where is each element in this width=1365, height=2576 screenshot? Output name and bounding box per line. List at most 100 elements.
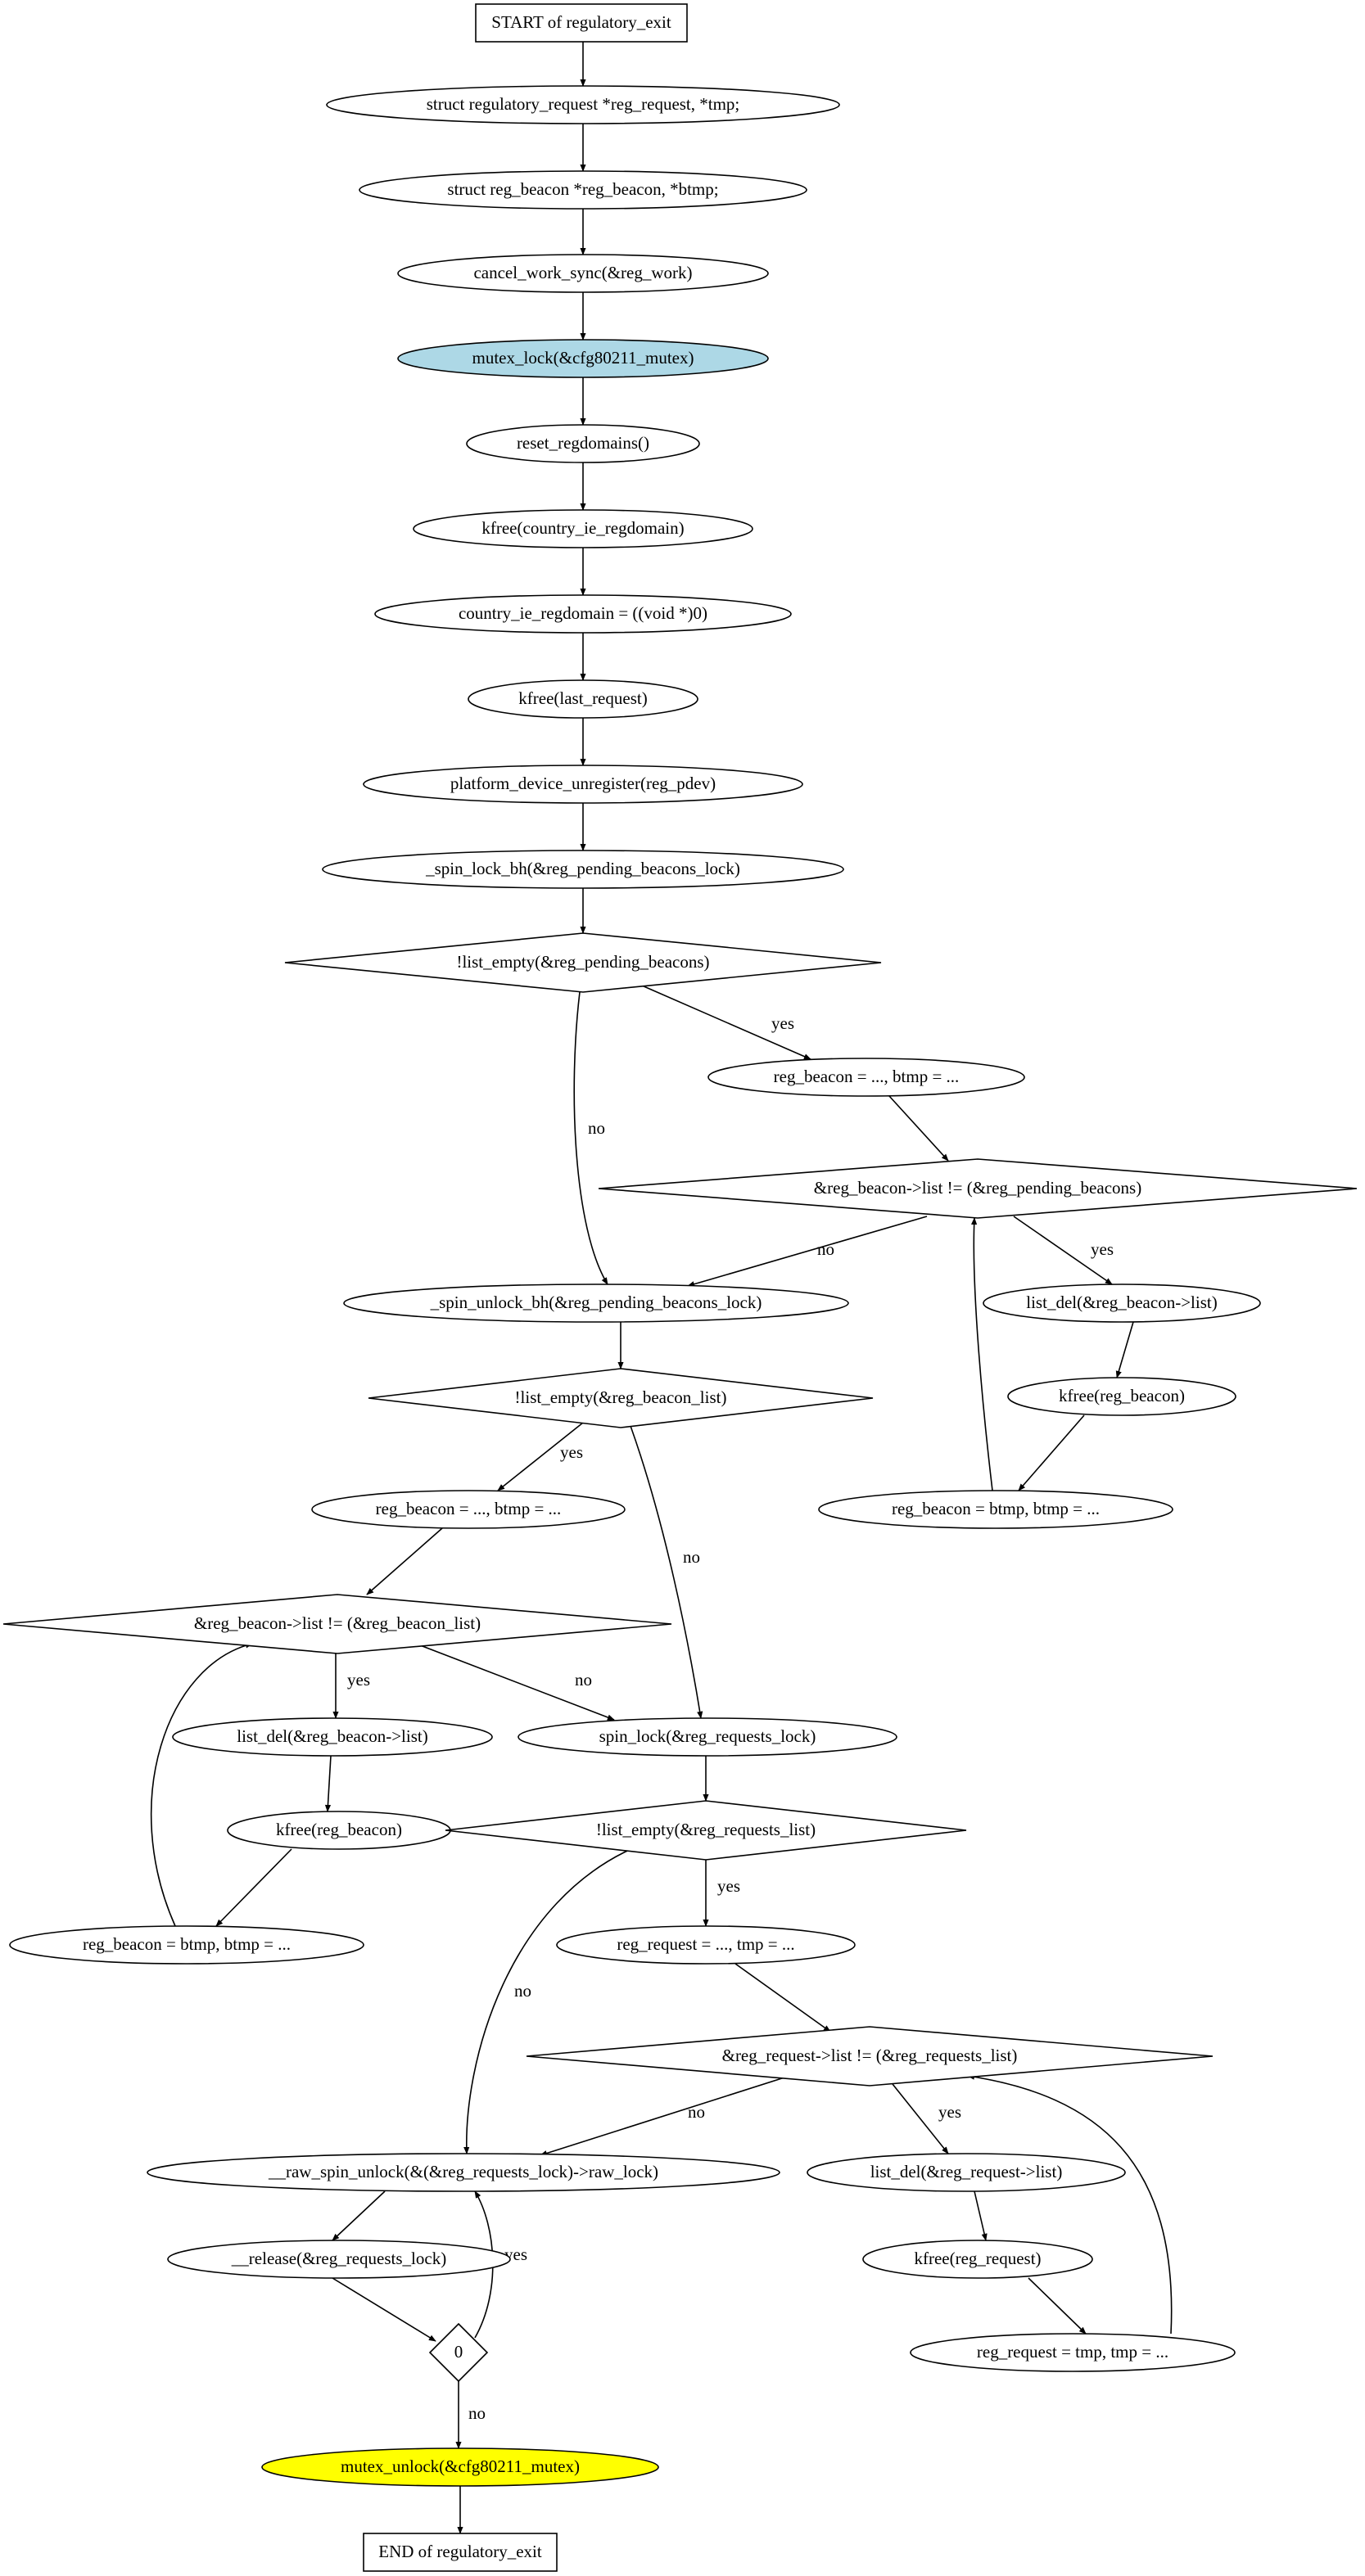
edge-n11-to-n12 — [641, 985, 811, 1060]
node-label: list_del(&reg_beacon->list) — [1026, 1293, 1217, 1312]
edge-n15-to-n16 — [1115, 1321, 1134, 1378]
node-statement-n31: kfree(reg_request) — [862, 2240, 1093, 2279]
edge-n17-to-n13 — [971, 1217, 993, 1491]
edge-n30-to-n32 — [332, 2277, 436, 2342]
edge-label-yes: yes — [771, 1013, 794, 1033]
node-shape — [397, 254, 769, 293]
edge-n13-to-n14 — [687, 1216, 928, 1288]
edge-n12-to-n13 — [888, 1095, 949, 1162]
node-decision-n20: &reg_beacon->list != (&reg_beacon_list) — [2, 1594, 672, 1654]
node-decision-n11: !list_empty(&reg_pending_beacons) — [284, 932, 882, 993]
node-decision-n27: &reg_request->list != (&reg_requests_lis… — [526, 2026, 1214, 2087]
node-statement-n4: mutex_lock(&cfg80211_mutex) — [397, 339, 769, 378]
node-statement-n17: reg_beacon = btmp, btmp = ... — [818, 1490, 1173, 1529]
node-label: struct regulatory_request *reg_request, … — [427, 94, 740, 114]
node-label: reg_request = tmp, tmp = ... — [977, 2342, 1168, 2362]
node-label: list_del(&reg_beacon->list) — [237, 1726, 427, 1746]
node-label: reg_beacon = btmp, btmp = ... — [83, 1934, 291, 1954]
edge-label-yes: yes — [560, 1442, 583, 1462]
node-shape — [862, 2240, 1093, 2279]
node-statement-n2: struct reg_beacon *reg_beacon, *btmp; — [359, 170, 807, 210]
edge-label-no: no — [688, 2102, 705, 2122]
node-label: reg_beacon = ..., btmp = ... — [774, 1067, 960, 1086]
node-label: 0 — [454, 2342, 463, 2362]
node-statement-n23: kfree(reg_beacon) — [227, 1811, 451, 1850]
edge-n26-to-n27 — [734, 1963, 831, 2032]
node-decision-n32: 0 — [428, 2322, 489, 2383]
node-shape — [9, 1925, 364, 1965]
edge-n11-to-n14 — [573, 991, 608, 1285]
node-label: !list_empty(&reg_beacon_list) — [515, 1387, 727, 1407]
edge-n18-to-n22 — [630, 1425, 703, 1719]
node-statement-n12: reg_beacon = ..., btmp = ... — [707, 1058, 1025, 1097]
edge-label-no: no — [588, 1118, 605, 1138]
node-statement-n5: reset_regdomains() — [466, 424, 700, 463]
node-label: kfree(last_request) — [518, 688, 647, 708]
edge-n19-to-n20 — [366, 1527, 443, 1595]
node-shape — [526, 2026, 1214, 2087]
node-label: list_del(&reg_request->list) — [870, 2162, 1063, 2181]
node-shape — [397, 339, 769, 378]
node-shape — [807, 2153, 1126, 2192]
node-statement-n19: reg_beacon = ..., btmp = ... — [311, 1490, 626, 1529]
node-decision-n18: !list_empty(&reg_beacon_list) — [368, 1368, 874, 1428]
node-shape — [445, 1800, 967, 1861]
node-shape — [707, 1058, 1025, 1097]
edge-n31-to-n33 — [1028, 2277, 1087, 2335]
edge-label-no: no — [514, 1981, 531, 2001]
node-shape — [167, 2240, 511, 2279]
node-label: struct reg_beacon *reg_beacon, *btmp; — [447, 179, 718, 199]
node-statement-n30: __release(&reg_requests_lock) — [167, 2240, 511, 2279]
edge-label-no: no — [683, 1547, 700, 1567]
node-label: !list_empty(&reg_requests_list) — [596, 1820, 816, 1839]
edge-label-yes: yes — [717, 1876, 740, 1896]
node-shape — [359, 170, 807, 210]
node-statement-n8: kfree(last_request) — [468, 679, 698, 719]
node-statement-n29: list_del(&reg_request->list) — [807, 2153, 1126, 2192]
node-shape — [374, 594, 792, 634]
node-label: END of regulatory_exit — [378, 2542, 542, 2561]
node-label: START of regulatory_exit — [491, 12, 671, 32]
node-shape — [413, 509, 753, 548]
node-statement-n22: spin_lock(&reg_requests_lock) — [518, 1717, 897, 1757]
edge-n25-to-n20 — [150, 1642, 253, 1927]
node-statement-n16: kfree(reg_beacon) — [1007, 1377, 1236, 1416]
node-label: kfree(reg_beacon) — [1059, 1386, 1185, 1405]
node-shape — [468, 679, 698, 719]
node-statement-n33: reg_request = tmp, tmp = ... — [910, 2333, 1236, 2372]
node-label: reg_beacon = ..., btmp = ... — [376, 1499, 562, 1518]
edge-n20-to-n22 — [415, 1643, 615, 1721]
node-statement-n1: struct regulatory_request *reg_request, … — [326, 85, 840, 124]
node-shape — [326, 85, 840, 124]
node-shape — [556, 1925, 856, 1965]
node-shape — [147, 2153, 780, 2192]
edge-label-no: no — [575, 1670, 592, 1690]
node-statement-n10: _spin_lock_bh(&reg_pending_beacons_lock) — [322, 850, 844, 889]
node-shape — [910, 2333, 1236, 2372]
node-label: platform_device_unregister(reg_pdev) — [450, 774, 716, 793]
node-label: reset_regdomains() — [517, 433, 649, 453]
node-shape — [363, 765, 803, 804]
node-statement-n9: platform_device_unregister(reg_pdev) — [363, 765, 803, 804]
node-shape — [261, 2447, 659, 2487]
node-label: mutex_lock(&cfg80211_mutex) — [472, 348, 694, 368]
node-label: __release(&reg_requests_lock) — [231, 2249, 446, 2268]
node-statement-n14: _spin_unlock_bh(&reg_pending_beacons_loc… — [343, 1283, 849, 1323]
node-shape — [518, 1717, 897, 1757]
node-statement-n15: list_del(&reg_beacon->list) — [983, 1283, 1261, 1323]
node-statement-n25: reg_beacon = btmp, btmp = ... — [9, 1925, 364, 1965]
edge-n24-to-n28 — [463, 1844, 641, 2154]
edge-n13-to-n15 — [1013, 1216, 1113, 1285]
node-shape — [1007, 1377, 1236, 1416]
edge-label-no: no — [468, 2403, 486, 2423]
edge-label-yes: yes — [938, 2102, 961, 2122]
node-shape — [2, 1594, 672, 1654]
node-decision-n13: &reg_beacon->list != (&reg_pending_beaco… — [598, 1158, 1358, 1219]
node-terminal-n0: START of regulatory_exit — [475, 3, 688, 43]
node-shape — [368, 1368, 874, 1428]
node-label: __raw_spin_unlock(&(&reg_requests_lock)-… — [268, 2162, 658, 2181]
node-statement-n26: reg_request = ..., tmp = ... — [556, 1925, 856, 1965]
node-shape — [818, 1490, 1173, 1529]
